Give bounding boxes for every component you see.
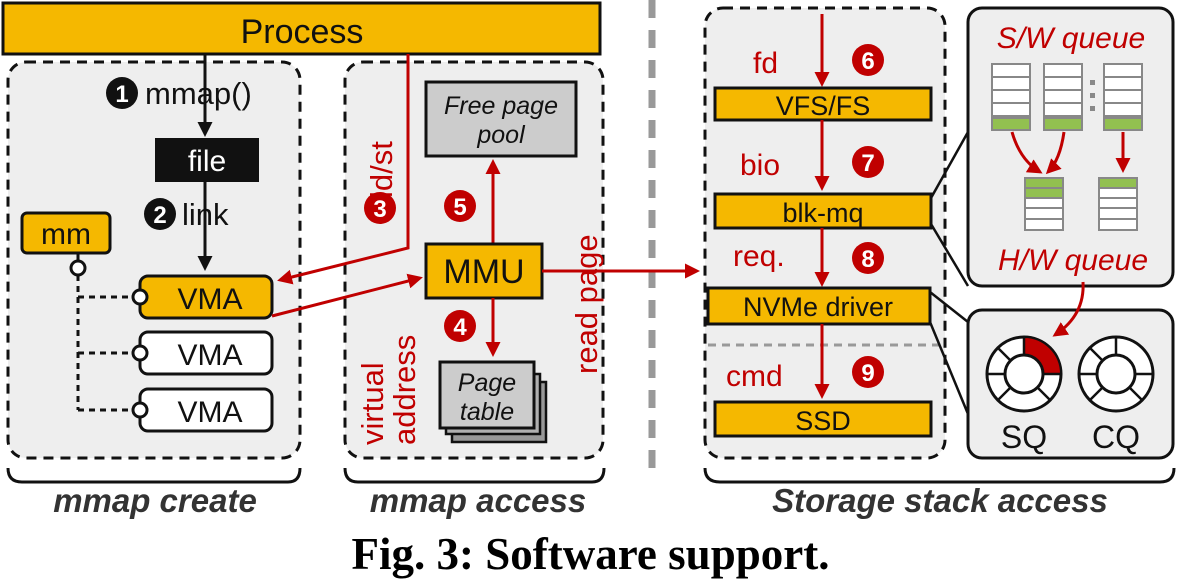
- req-label: req.: [733, 240, 785, 273]
- page-table-label-1: Page: [458, 369, 516, 397]
- vma-label-3: VMA: [177, 396, 242, 429]
- figure-caption: Fig. 3: Software support.: [351, 529, 830, 579]
- callout-line-2: [929, 223, 970, 287]
- callout-line-1: [929, 131, 970, 199]
- virtual-label: virtual: [355, 362, 390, 445]
- vma-connector-1: [131, 288, 149, 306]
- callout-line-4: [928, 321, 970, 415]
- sw-to-hw-arrow-1: [1010, 131, 1043, 174]
- ssd-box: [713, 400, 933, 438]
- mm-connector: [69, 259, 87, 277]
- hw-queue-1: [1024, 177, 1064, 231]
- step4-number: 4: [453, 314, 467, 341]
- step9-badge: [852, 356, 884, 388]
- sw-queue-label: S/W queue: [997, 22, 1145, 55]
- step8-badge: [852, 242, 884, 274]
- sq-ring: [985, 335, 1063, 413]
- free-pool-label-1: Free page: [444, 92, 558, 120]
- sq-label: SQ: [1001, 419, 1047, 455]
- step2-number: 2: [153, 202, 166, 229]
- process-label: Process: [241, 13, 364, 51]
- vma-connector-3: [131, 401, 149, 419]
- mmap-create-section-label: mmap create: [53, 482, 257, 519]
- blkmq-label: blk-mq: [782, 198, 863, 228]
- ssd-label: SSD: [795, 406, 851, 436]
- page-table-stack: [438, 360, 548, 444]
- link-label: link: [182, 197, 229, 232]
- step5-number: 5: [453, 194, 466, 221]
- mm-box: [20, 211, 112, 255]
- process-bar: [1, 1, 602, 56]
- cq-ring: [1077, 335, 1155, 413]
- sw-to-hw-arrow-2: [1045, 131, 1066, 175]
- vma-label-2: VMA: [177, 339, 242, 372]
- read-page-label: read page: [569, 234, 604, 374]
- storage-stack-section-label: Storage stack access: [772, 482, 1108, 519]
- mmap-access-section-label: mmap access: [370, 482, 586, 519]
- vma-label-1: VMA: [177, 283, 242, 316]
- page-table-label-2: table: [460, 398, 514, 426]
- ldst-arrow: [277, 54, 410, 285]
- step8-number: 8: [861, 246, 874, 273]
- hw-queue-2: [1098, 177, 1138, 231]
- sw-queue-3: [1103, 63, 1143, 131]
- step7-number: 7: [861, 150, 874, 177]
- mmap-call-label: mmap(): [145, 76, 252, 111]
- step9-number: 9: [861, 360, 874, 387]
- file-label: file: [188, 145, 226, 178]
- hw-queue-label: H/W queue: [998, 244, 1148, 277]
- free-page-pool-box: [424, 80, 578, 158]
- file-box: [155, 138, 259, 182]
- vfs-box: [713, 86, 933, 122]
- address-label: address: [387, 335, 422, 445]
- mmap-access-bracket: [343, 467, 606, 484]
- mmu-label: MMU: [443, 253, 524, 291]
- step3-badge: [364, 192, 396, 224]
- virtual-address-arrow: [271, 273, 423, 318]
- sw-queue-1: [991, 63, 1031, 131]
- callout-line-3: [929, 291, 969, 323]
- mmap-create-bracket: [6, 467, 302, 484]
- step3-number: 3: [373, 196, 386, 223]
- vfs-label: VFS/FS: [776, 91, 871, 121]
- cq-label: CQ: [1092, 419, 1140, 455]
- step5-badge: [444, 190, 476, 222]
- fd-label: fd: [753, 47, 778, 80]
- storage-bracket: [703, 467, 1176, 484]
- hw-to-sq-arrow: [1052, 281, 1085, 337]
- step4-badge: [444, 310, 476, 342]
- sw-queue-2: [1043, 63, 1083, 131]
- step6-badge: [852, 44, 884, 76]
- nvme-label: NVMe driver: [743, 292, 893, 322]
- step2-badge: [144, 198, 176, 230]
- blkmq-box: [713, 192, 933, 230]
- vma-connector-2: [131, 344, 149, 362]
- step7-badge: [852, 146, 884, 178]
- step1-badge: [106, 77, 138, 109]
- mm-vma-links: [76, 275, 133, 412]
- bio-label: bio: [740, 149, 780, 182]
- queue-ellipsis: [1090, 80, 1095, 111]
- nvme-box: [706, 286, 932, 326]
- ldst-label: ld/st: [364, 141, 399, 198]
- step6-number: 6: [861, 48, 874, 75]
- mm-label: mm: [41, 218, 91, 251]
- step1-number: 1: [115, 81, 128, 108]
- cmd-label: cmd: [726, 360, 783, 393]
- free-pool-label-2: pool: [476, 121, 526, 149]
